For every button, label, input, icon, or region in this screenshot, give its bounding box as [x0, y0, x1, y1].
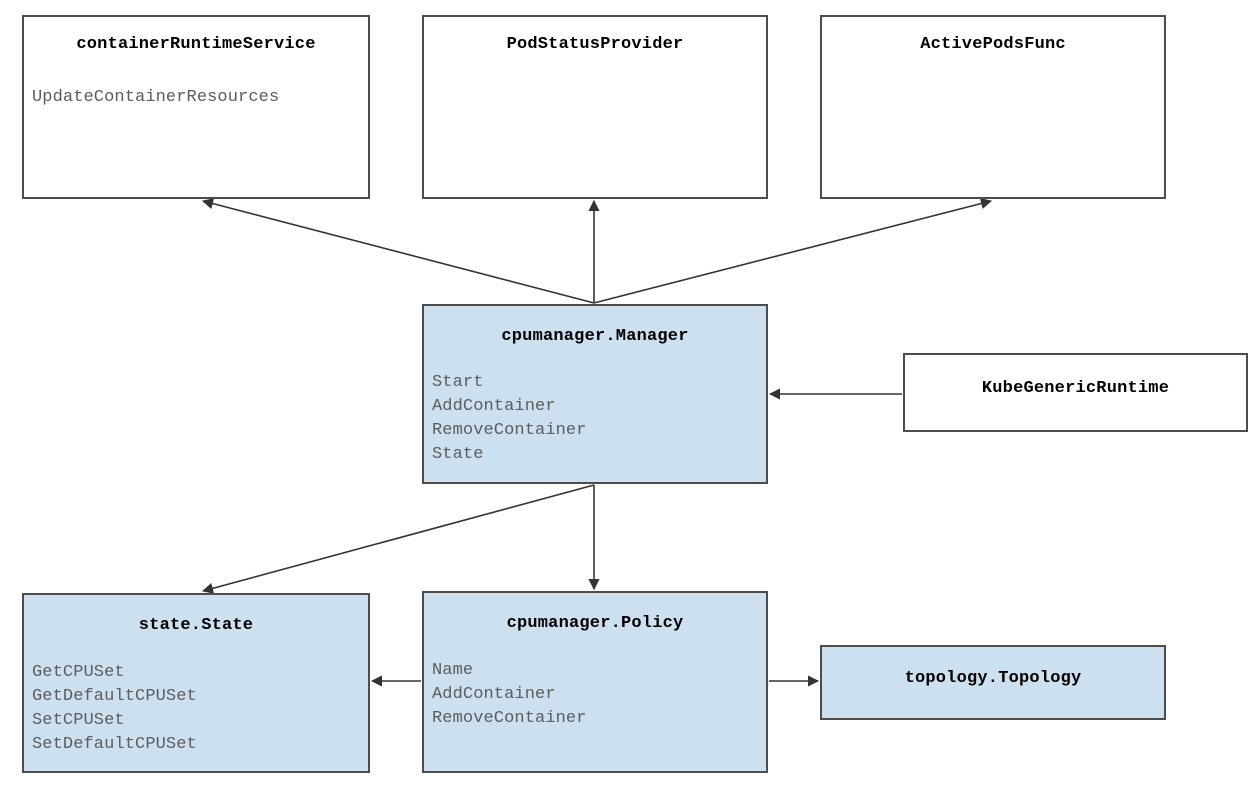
node-member-list: Name AddContainer RemoveContainer: [424, 659, 766, 731]
node-title: cpumanager.Manager: [501, 327, 689, 346]
node-member: AddContainer: [432, 397, 556, 416]
node-cpumanager-policy[interactable]: cpumanager.Policy Name AddContainer Remo…: [422, 591, 768, 773]
node-member-list: GetCPUSet GetDefaultCPUSet SetCPUSet Set…: [24, 661, 368, 757]
node-member: AddContainer: [432, 685, 556, 704]
node-member: GetDefaultCPUSet: [32, 687, 197, 706]
edge-manager-to-activePodsFunc: [593, 198, 993, 304]
node-title: containerRuntimeService: [76, 35, 316, 54]
node-cpumanager-manager[interactable]: cpumanager.Manager Start AddContainer Re…: [422, 304, 768, 484]
node-member: State: [432, 445, 484, 464]
node-member: GetCPUSet: [32, 663, 125, 682]
node-member-list: UpdateContainerResources: [24, 86, 368, 110]
node-pod-status-provider[interactable]: PodStatusProvider: [422, 15, 768, 199]
node-member: SetCPUSet: [32, 711, 125, 730]
node-title: cpumanager.Policy: [506, 614, 684, 633]
node-title: KubeGenericRuntime: [981, 379, 1170, 398]
node-title: state.State: [138, 616, 254, 635]
node-member: Start: [432, 373, 484, 392]
node-member: Name: [432, 661, 474, 680]
node-member-list: Start AddContainer RemoveContainer State: [424, 371, 766, 467]
node-kube-generic-runtime[interactable]: KubeGenericRuntime: [903, 353, 1248, 432]
node-container-runtime-service[interactable]: containerRuntimeService UpdateContainerR…: [22, 15, 370, 199]
node-state-state[interactable]: state.State GetCPUSet GetDefaultCPUSet S…: [22, 593, 370, 773]
node-active-pods-func[interactable]: ActivePodsFunc: [820, 15, 1166, 199]
node-member: RemoveContainer: [432, 709, 587, 728]
node-member: RemoveContainer: [432, 421, 587, 440]
node-title: ActivePodsFunc: [920, 35, 1066, 54]
node-member: UpdateContainerResources: [32, 88, 280, 107]
edge-manager-to-stateState: [201, 484, 595, 594]
node-member: SetDefaultCPUSet: [32, 735, 197, 754]
node-title: PodStatusProvider: [506, 35, 684, 54]
node-topology-topology[interactable]: topology.Topology: [820, 645, 1166, 720]
node-title: topology.Topology: [904, 669, 1082, 688]
edge-manager-to-containerRuntimeService: [201, 198, 595, 304]
